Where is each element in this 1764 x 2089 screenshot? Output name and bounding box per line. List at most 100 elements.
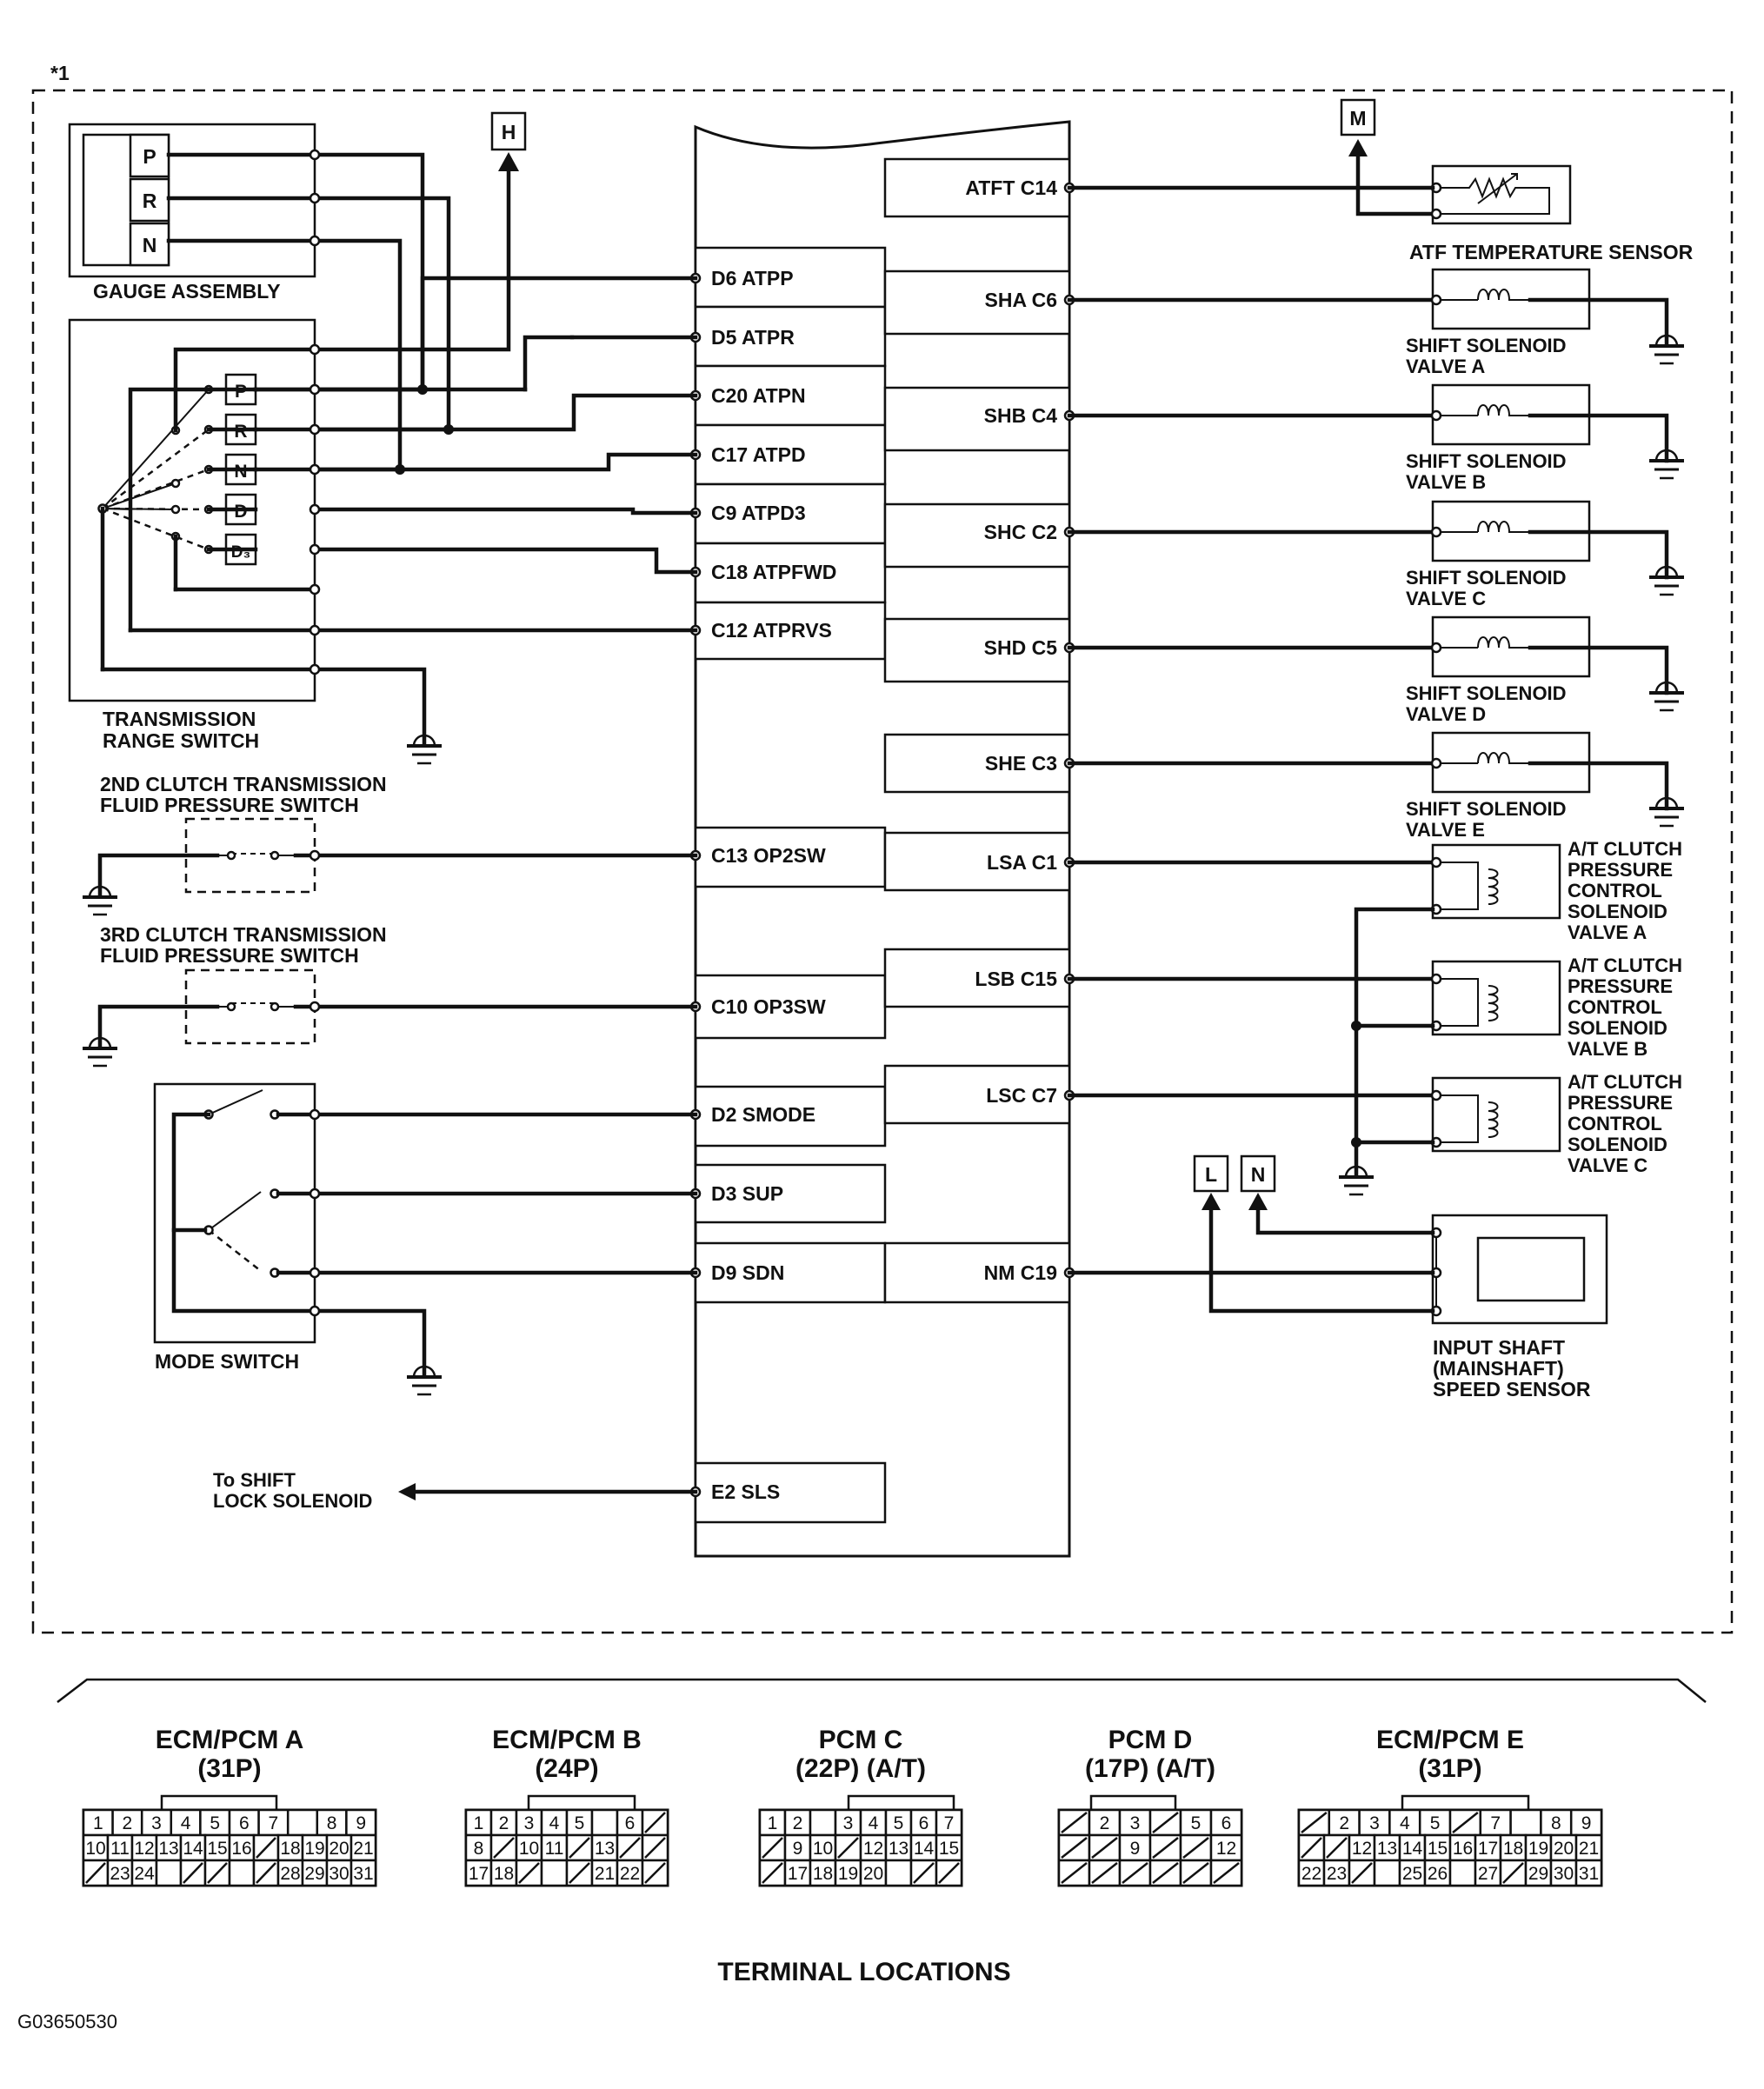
pin-number: 16	[231, 1839, 251, 1859]
pcm-left-terminal-box	[694, 1163, 887, 1224]
pcm-left-terminal-label: C18 ATPFWD	[711, 561, 836, 583]
connector-title: ECM/PCM E	[1376, 1726, 1524, 1754]
pin-number: 2	[793, 1813, 803, 1833]
blank-pin-slash	[644, 1812, 666, 1833]
input-shaft-label-3: SPEED SENSOR	[1433, 1378, 1591, 1400]
connector-pin	[155, 1833, 183, 1862]
connector-pin	[464, 1859, 493, 1887]
connector-pin	[228, 1859, 256, 1887]
pin-number: 3	[1369, 1813, 1380, 1833]
connector-pin	[590, 1859, 619, 1887]
shift-solenoid-label-1: SHIFT SOLENOID	[1406, 798, 1567, 820]
clutch2-label-2: FLUID PRESSURE SWITCH	[100, 794, 359, 816]
blank-pin-slash	[1502, 1862, 1524, 1884]
pin-number: 5	[1191, 1813, 1202, 1833]
note-mark: *1	[50, 62, 70, 84]
range-label-r: R	[234, 422, 247, 442]
blank-pin-slash	[644, 1862, 666, 1884]
pin-number: 29	[304, 1864, 324, 1884]
pin-number: 10	[85, 1839, 105, 1859]
connector-pin	[1209, 1833, 1243, 1862]
wire-atpn	[312, 393, 698, 432]
pcm-right-terminal-box	[883, 831, 1071, 892]
pcm-right-terminal-box	[883, 269, 1071, 336]
pressure-solenoid-label: VALVE C	[1568, 1154, 1648, 1176]
pin-number: 5	[210, 1813, 220, 1833]
shift-lock-label-1: To SHIFT	[213, 1469, 296, 1491]
blank-pin-slash	[1351, 1862, 1373, 1884]
pin-number: 7	[269, 1813, 279, 1833]
arrow-left-icon	[398, 1483, 416, 1500]
blank-pin-slash	[619, 1837, 641, 1859]
coil-icon	[1477, 289, 1530, 301]
range-switch-label-2: RANGE SWITCH	[103, 729, 259, 752]
blank-pin-slash	[256, 1837, 276, 1859]
pin-number: 18	[494, 1864, 514, 1884]
pin-number: 8	[474, 1839, 484, 1859]
blank-pin-slash	[762, 1837, 783, 1859]
gauge-assembly-label: GAUGE ASSEMBLY	[93, 280, 281, 303]
pin-number: 5	[1430, 1813, 1441, 1833]
pcm-right-terminal-box	[883, 1241, 1071, 1304]
connector-pin	[809, 1808, 837, 1837]
pcm-right-terminal-label: LSB C15	[975, 968, 1057, 990]
pin-number: 12	[863, 1839, 883, 1859]
pcm-left-terminal-box	[694, 974, 887, 1040]
pin-number: 4	[181, 1813, 191, 1833]
pin-number: 18	[1503, 1839, 1523, 1859]
pcm-left-terminal-label: D6 ATPP	[711, 267, 794, 289]
pin-number: 20	[329, 1839, 349, 1859]
connector-pin	[316, 1808, 348, 1837]
coil-icon	[1477, 521, 1530, 533]
pcm-right-terminal-label: SHB C4	[984, 404, 1058, 427]
shift-solenoid-label-2: VALVE C	[1406, 588, 1486, 609]
pin-number: 21	[353, 1839, 373, 1859]
terminal-locations-title: TERMINAL LOCATIONS	[717, 1958, 1010, 1986]
pin-number: 6	[625, 1813, 636, 1833]
blank-pin-slash	[1326, 1837, 1348, 1859]
connector-pin	[1540, 1808, 1573, 1837]
pin-number: 23	[110, 1864, 130, 1884]
pin-number: 12	[1352, 1839, 1372, 1859]
pin-number: 9	[793, 1839, 803, 1859]
pressure-solenoid-label: SOLENOID	[1568, 1017, 1667, 1039]
pressure-solenoid-label: SOLENOID	[1568, 901, 1667, 922]
speed-sensor-icon	[1476, 1236, 1586, 1302]
pin-number: 25	[1402, 1864, 1422, 1884]
blank-pin-slash	[1452, 1812, 1479, 1833]
pin-number: 7	[1490, 1813, 1501, 1833]
pcm-left-terminal-label: D3 SUP	[711, 1182, 783, 1205]
terminal-locations-bracket	[57, 1678, 1707, 1703]
mode-switch-box	[153, 1082, 316, 1344]
pin-number: 1	[474, 1813, 484, 1833]
gauge-label-n: N	[143, 234, 157, 256]
clutch3-switch-contacts	[217, 1001, 296, 1012]
pin-number: 17	[788, 1864, 808, 1884]
solenoid-box	[1431, 1076, 1561, 1153]
blank-pin-slash	[207, 1862, 228, 1884]
pcm-right-terminal-label: SHE C3	[985, 752, 1057, 775]
blank-pin-slash	[85, 1862, 106, 1884]
pressure-solenoid-label: PRESSURE	[1568, 975, 1673, 997]
pin-number: 2	[1339, 1813, 1349, 1833]
pcm-right-terminal-label: SHD C5	[984, 636, 1058, 659]
connector-pin	[884, 1859, 913, 1887]
pin-number: 30	[329, 1864, 349, 1884]
shift-solenoid-label-2: VALVE B	[1406, 471, 1486, 493]
pin-number: 13	[1377, 1839, 1397, 1859]
pin-number: 3	[524, 1813, 535, 1833]
blank-pin-slash	[1091, 1837, 1118, 1859]
gauge-label-p: P	[143, 145, 156, 168]
pin-number: 15	[939, 1839, 959, 1859]
coil-icon	[1477, 636, 1530, 649]
connector-pin	[349, 1859, 377, 1887]
blank-pin-slash	[1061, 1812, 1088, 1833]
pin-number: 5	[894, 1813, 904, 1833]
pin-number: 4	[549, 1813, 560, 1833]
pin-number: 21	[595, 1864, 615, 1884]
coil-icon	[1477, 404, 1530, 416]
